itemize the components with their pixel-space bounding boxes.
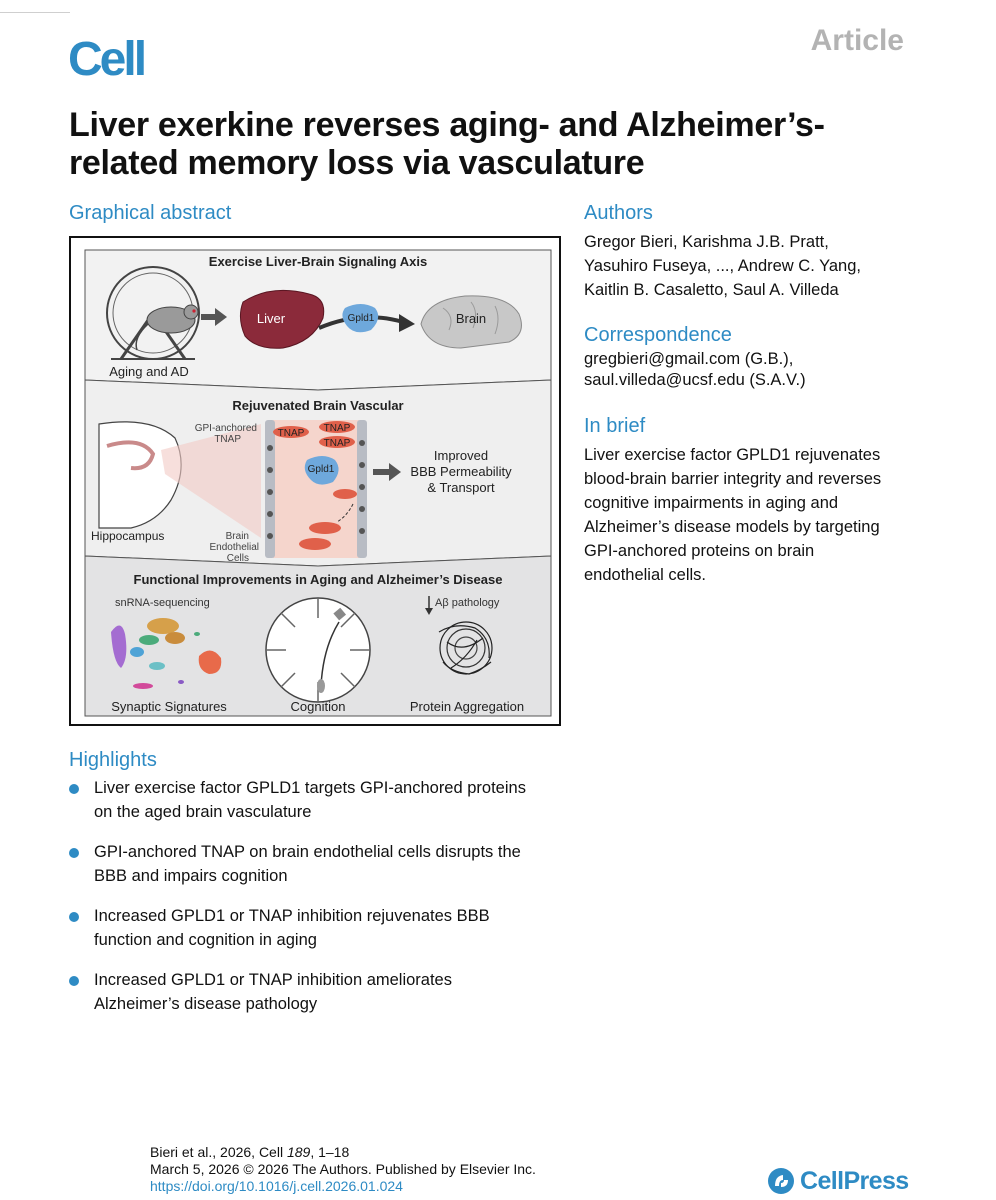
in-brief-line: Liver exercise factor GPLD1 rejuvenates [584,446,881,464]
journal-logo: Cell [68,33,147,86]
authors-heading: Authors [584,202,653,224]
gpld1-label: Gpld1 [348,313,375,324]
in-brief-heading: In brief [584,415,646,437]
cleaved-tnap-1 [333,489,357,499]
endothelial-label-1: Brain [226,531,249,542]
panel3-caption-3: Protein Aggregation [410,699,524,714]
gpld1-label-2: Gpld1 [308,464,335,475]
graphical-abstract-figure: Exercise Liver-Brain Signaling Axis Agin… [69,236,561,726]
cellpress-icon [768,1168,794,1194]
citation-pages: , 1–18 [310,1144,350,1160]
outcome-arrow-icon [373,463,401,481]
highlight-line-1: Increased GPLD1 or TNAP inhibition ameli… [94,971,452,989]
umap-clusters-icon [111,618,222,689]
ab-pathology-label: Aβ pathology [435,597,500,609]
highlight-line-2: on the aged brain vasculature [94,803,312,821]
highlight-item: Increased GPLD1 or TNAP inhibition ameli… [69,968,569,1016]
highlight-line-2: Alzheimer’s disease pathology [94,995,318,1013]
highlight-line-1: Increased GPLD1 or TNAP inhibition rejuv… [94,907,490,925]
panel1-title: Exercise Liver-Brain Signaling Axis [209,254,427,269]
highlight-item: GPI-anchored TNAP on brain endothelial c… [69,840,569,888]
highlight-line-1: GPI-anchored TNAP on brain endothelial c… [94,843,521,861]
tnap-protein-1 [273,426,309,438]
authors-line-3: Kaitlin B. Casaletto, Saul A. Villeda [584,281,839,299]
in-brief-text: Liver exercise factor GPLD1 rejuvenates … [584,443,934,587]
correspondence-block: gregbieri@gmail.com (G.B.), saul.villeda… [584,349,924,391]
liver-icon [239,289,325,349]
top-rule [0,12,70,13]
citation-text: Bieri et al., 2026, Cell [150,1144,287,1160]
outcome-line-3: & Transport [427,480,495,495]
hippocampus-label: Hippocampus [91,529,164,543]
brain-icon [420,295,522,349]
protein-aggregate-icon [438,621,493,675]
gpi-anchored-label-2: TNAP [214,434,241,445]
bullet-icon [69,784,79,794]
article-type-label: Article [810,24,904,57]
authors-list: Gregor Bieri, Karishma J.B. Pratt, Yasuh… [584,230,924,302]
highlight-line-2: BBB and impairs cognition [94,867,288,885]
gpld1-protein-2-icon [304,456,339,485]
in-brief-line: blood-brain barrier integrity and revers… [584,470,882,488]
tnap-protein-3 [319,436,355,448]
arrow-icon [201,308,227,326]
tnap-label-3: TNAP [324,438,351,449]
cleaved-tnap-3 [299,538,331,550]
highlight-item: Liver exercise factor GPLD1 targets GPI-… [69,776,569,824]
authors-line-2: Yasuhiro Fuseya, ..., Andrew C. Yang, [584,257,861,275]
gpi-anchored-label: GPI-anchored [195,423,257,434]
authors-line-1: Gregor Bieri, Karishma J.B. Pratt, [584,233,829,251]
gpld1-protein-icon [342,304,379,333]
panel3-caption-2: Cognition [291,699,346,714]
highlights-list: Liver exercise factor GPLD1 targets GPI-… [69,776,569,1032]
highlight-line-1: Liver exercise factor GPLD1 targets GPI-… [94,779,526,797]
maze-icon [265,597,371,703]
bullet-icon [69,976,79,986]
tnap-label-1: TNAP [278,428,305,439]
down-arrow-icon [425,596,433,615]
correspondence-heading: Correspondence [584,324,732,346]
cellpress-logo: CellPress [766,1166,909,1196]
cleaved-tnap-2 [309,522,341,534]
panel3-caption-1: Synaptic Signatures [111,699,227,714]
tnap-protein-2 [319,421,355,433]
dashed-arrow-icon [336,503,354,523]
in-brief-line: endothelial cells. [584,566,706,584]
title-line-1: Liver exerkine reverses aging- and Alzhe… [69,106,825,144]
panel3-title: Functional Improvements in Aging and Alz… [134,572,503,587]
cellpress-wordmark: CellPress [800,1166,909,1195]
correspondence-email-1[interactable]: gregbieri@gmail.com (G.B.), [584,350,794,368]
citation-footer: Bieri et al., 2026, Cell 189, 1–18 March… [150,1144,536,1195]
in-brief-line: cognitive impairments in aging and [584,494,839,512]
panel1-caption: Aging and AD [109,364,189,379]
in-brief-line: Alzheimer’s disease models by targeting [584,518,880,536]
outcome-line-2: BBB Permeability [410,464,512,479]
brain-label: Brain [456,311,486,326]
article-title: Liver exerkine reverses aging- and Alzhe… [69,106,889,182]
panel2-title: Rejuvenated Brain Vascular [232,398,403,413]
correspondence-email-2[interactable]: saul.villeda@ucsf.edu (S.A.V.) [584,371,806,389]
in-brief-line: GPI-anchored proteins on brain [584,542,815,560]
mouse-icon [135,304,199,351]
bullet-icon [69,848,79,858]
citation-volume: 189 [286,1144,311,1160]
liver-label: Liver [257,311,286,326]
title-line-2: related memory loss via vasculature [69,144,645,182]
outcome-line-1: Improved [434,448,488,463]
endothelial-label-3: Cells [227,553,249,564]
hippocampus-section-icon [98,421,261,538]
doi-link[interactable]: https://doi.org/10.1016/j.cell.2026.01.0… [150,1178,403,1194]
bullet-icon [69,912,79,922]
highlight-item: Increased GPLD1 or TNAP inhibition rejuv… [69,904,569,952]
graphical-abstract-heading: Graphical abstract [69,202,232,224]
snrna-label: snRNA-sequencing [115,597,210,609]
publication-date-line: March 5, 2026 © 2026 The Authors. Publis… [150,1161,536,1177]
highlight-line-2: function and cognition in aging [94,931,317,949]
tnap-label-2: TNAP [324,423,351,434]
endothelial-label-2: Endothelial [210,542,259,553]
citation-line: Bieri et al., 2026, Cell 189, 1–18 [150,1144,536,1161]
highlights-heading: Highlights [69,749,157,771]
